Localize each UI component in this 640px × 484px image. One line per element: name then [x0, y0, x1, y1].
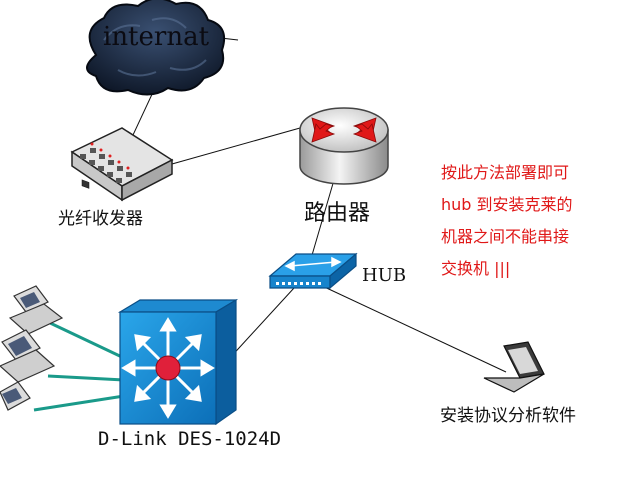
pc-icon — [0, 381, 31, 411]
router-icon — [299, 107, 389, 185]
pc-links — [33, 320, 125, 412]
switch-icon — [117, 298, 239, 426]
link-transceiver-router — [171, 127, 301, 165]
internet-cloud-icon — [86, 0, 226, 96]
fiber-transceiver-icon — [70, 127, 174, 202]
note-line: hub 到安装克莱的 — [441, 195, 573, 214]
pc-icon — [0, 329, 56, 383]
internet-label: internat — [103, 22, 210, 52]
hub-icon — [268, 252, 358, 290]
router-label: 路由器 — [304, 201, 371, 226]
pc-icon — [8, 285, 64, 335]
note-line: 机器之间不能串接 — [441, 227, 570, 246]
deployment-note: 按此方法部署即可 hub 到安装克莱的 机器之间不能串接 交换机 ||| — [441, 157, 631, 285]
note-line: 交换机 ||| — [441, 259, 511, 278]
laptop-label: 安装协议分析软件 — [440, 406, 576, 426]
laptop-icon — [483, 341, 545, 393]
link-hub-switch — [227, 287, 295, 361]
transceiver-label: 光纤收发器 — [58, 209, 143, 229]
switch-label: D-Link DES-1024D — [98, 428, 282, 450]
hub-label: HUB — [362, 265, 407, 286]
note-line: 按此方法部署即可 — [441, 163, 570, 182]
link-hub-laptop — [317, 283, 507, 373]
link-router-hub — [309, 179, 335, 263]
